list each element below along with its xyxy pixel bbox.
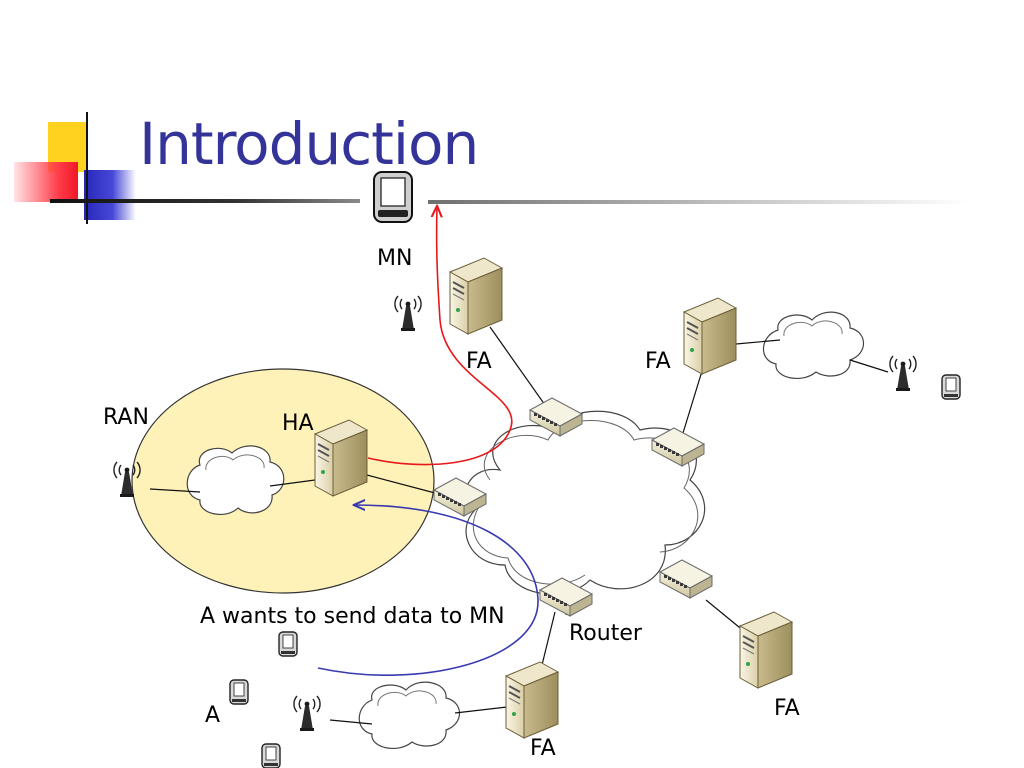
data-to-ha-arrow: [317, 505, 539, 676]
ran-label: RAN: [103, 405, 149, 430]
mobile-icon: [278, 631, 298, 657]
ran-cloud: [186, 445, 285, 516]
accent-vertical-line: [86, 112, 88, 224]
accent-blue-square: [84, 170, 136, 220]
bottom-cloud: [358, 681, 461, 750]
fa-bottom-right-label: FA: [774, 696, 800, 721]
a-device-icon: [229, 679, 249, 705]
ha-label: HA: [282, 411, 314, 436]
fa-bottom-server-icon: [505, 661, 559, 739]
right-cloud: [762, 311, 865, 380]
fa-top-label: FA: [466, 349, 492, 374]
fa-top-server-icon: [449, 257, 503, 335]
tunnel-to-mn-arrow: [367, 207, 513, 466]
accent-red-bar: [14, 162, 78, 202]
right-antenna-icon: [889, 355, 917, 392]
fa-bottom-right-server-icon: [739, 611, 793, 689]
a-antenna-icon: [293, 695, 321, 732]
fa-right-server-icon: [683, 297, 737, 375]
a-label: A: [205, 703, 220, 728]
title-underline-left: [50, 199, 360, 203]
fa-bottom-label: FA: [530, 736, 556, 761]
ha-server-icon: [314, 419, 368, 497]
router-icon: [659, 559, 713, 599]
fa-right-label: FA: [645, 349, 671, 374]
title-underline-right: [428, 200, 968, 204]
router-label: Router: [569, 621, 643, 646]
right-mobile-icon: [941, 374, 961, 400]
mn-antenna-icon: [394, 295, 422, 332]
slide-title: Introduction: [139, 110, 479, 178]
mn-device-icon: [373, 171, 413, 223]
mn-label: MN: [377, 246, 412, 271]
caption-text: A wants to send data to MN: [200, 604, 505, 629]
mobile-icon: [261, 743, 281, 768]
